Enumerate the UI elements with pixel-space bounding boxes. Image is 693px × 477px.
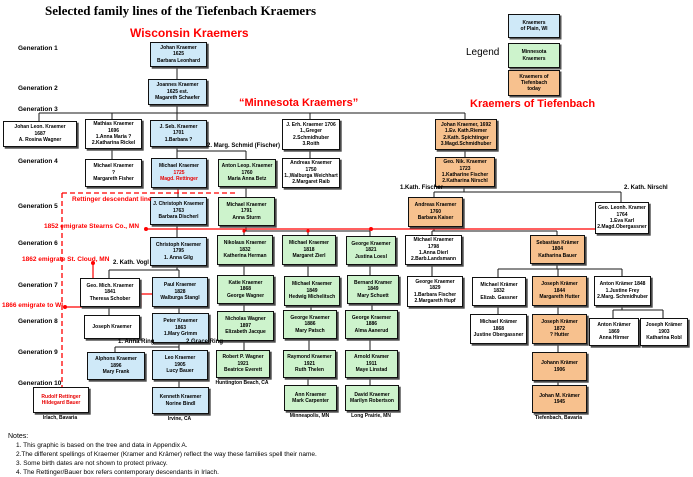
location-caption-ann-kraemer: Minneapolis, MN (289, 413, 330, 419)
note-item-2: 2.The different spellings of Kraemer (Kr… (16, 450, 317, 458)
generation-label-9: Generation 9 (18, 349, 58, 356)
generation-label-4: Generation 4 (18, 158, 58, 165)
generation-label-7: Generation 7 (18, 282, 58, 289)
location-caption-kenneth-kraemer: Irvine, CA (167, 416, 192, 422)
group-header-wisconsin: Wisconsin Kraemers (130, 26, 249, 40)
group-header-minnesota: “Minnesota Kraemers” (239, 97, 359, 109)
couple-label-kath-vogl: 2. Kath. Vogl (113, 260, 149, 266)
notes-block: Notes: 1. This graphic is based on the t… (8, 432, 317, 477)
note-item-4: 4. The Rettinger/Bauer box refers contem… (16, 468, 219, 476)
note-item-1: 1. This graphic is based on the tree and… (16, 441, 188, 449)
couple-label-kath-fischer: 1.Kath. Fischer (400, 185, 444, 191)
diagram-title: Selected family lines of the Tiefenbach … (45, 3, 317, 18)
note-item-3: 3. Some birth dates are not shown to pro… (16, 459, 168, 467)
generation-label-5: Generation 5 (18, 203, 58, 210)
emigration-lines (65, 187, 627, 308)
generation-label-6: Generation 6 (18, 240, 58, 247)
location-caption-david-kraemer: Long Prairie, MN (351, 413, 391, 419)
person-box-joseph-kraemer: Joseph Kraemer (84, 315, 140, 339)
group-header-tiefenbach: Kraemers of Tiefenbach (470, 98, 596, 110)
generation-label-2: Generation 2 (18, 85, 58, 92)
generation-label-10: Generation 10 (18, 380, 62, 387)
rettinger-dashed-line (61, 192, 237, 387)
generation-label-1: Generation 1 (18, 45, 58, 52)
generation-label-3: Generation 3 (18, 106, 58, 113)
couple-label-grace-ring: 2.Grace Ring (186, 339, 224, 345)
annotation-emigrate-1852: 1852 emigrate Stearns Co., MN (44, 223, 140, 230)
annotation-emigrate-1862: 1862 emigrate St. Cloud, MN (22, 256, 110, 263)
notes-items: 1. This graphic is based on the tree and… (8, 442, 317, 477)
couple-label-marg-schmid: 2. Marg. Schmid (Fischer) (207, 143, 281, 149)
person-box-michael-unk: Michael Kraemer?Margareth Fisher (85, 159, 142, 187)
legend-label: Legend (466, 47, 500, 58)
descent-lines (38, 65, 664, 387)
location-caption-johan-m-1945: Tiefenbach, Bavaria (534, 415, 583, 421)
generation-label-8: Generation 8 (18, 318, 58, 325)
notes-heading: Notes: (8, 433, 29, 440)
location-caption-robert-wagner-1921: Huntington Beach, CA (215, 380, 269, 386)
couple-label-anna-ring: 1. Anna Ring (118, 339, 155, 345)
annotation-emigrate-1866: 1866 emigrate to WI (2, 302, 64, 309)
annotation-rettinger-line: Rettinger descendant line (72, 196, 152, 203)
couple-label-kath-nirschl: 2. Kath. Nirschl (624, 185, 668, 191)
location-caption-rudolf-rettinger: Irlach, Bavaria (42, 415, 78, 421)
